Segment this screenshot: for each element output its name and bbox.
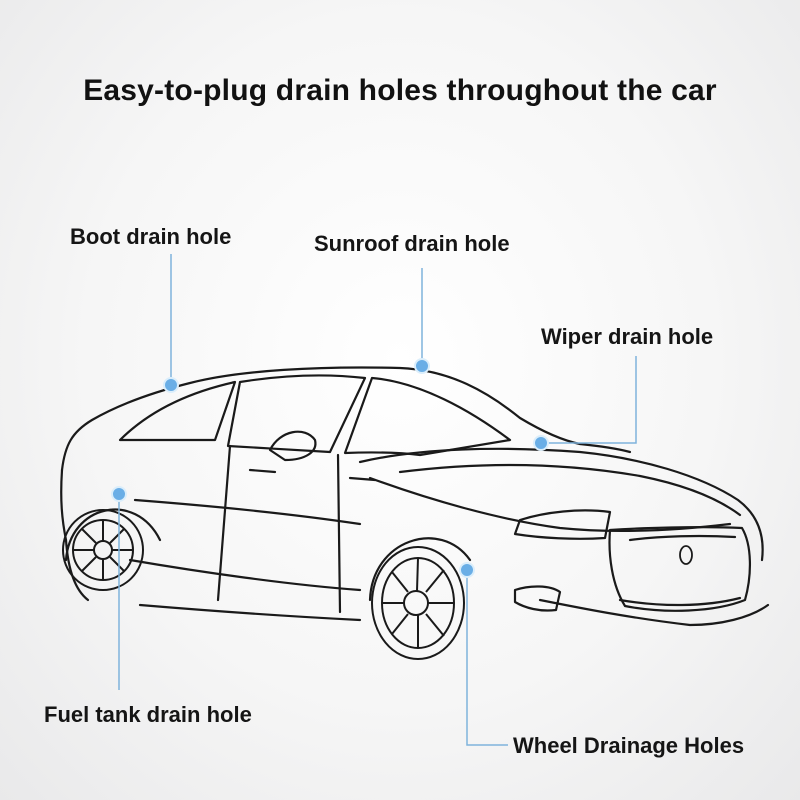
leader-lines: [118, 254, 637, 746]
wiper-drain-marker-icon: [533, 435, 549, 451]
leader-wheel: [466, 570, 508, 746]
diagram-title: Easy-to-plug drain holes throughout the …: [83, 74, 717, 107]
front-wheel: [371, 546, 465, 660]
fuel-tank-drain-label: Fuel tank drain hole: [44, 702, 252, 727]
wiper-drain-label: Wiper drain hole: [541, 324, 714, 349]
leader-wiper: [541, 356, 637, 444]
wheel-drainage-label: Wheel Drainage Holes: [513, 733, 745, 758]
drain-markers: [111, 358, 549, 578]
sunroof-drain-marker-icon: [414, 358, 430, 374]
boot-drain-marker-icon: [163, 377, 179, 393]
boot-drain-label: Boot drain hole: [70, 224, 232, 249]
rear-wheel: [62, 509, 144, 591]
sunroof-drain-label: Sunroof drain hole: [314, 231, 510, 256]
emblem-icon: [679, 545, 693, 565]
car-outline: [60, 366, 770, 627]
wheel-drain-marker-icon: [459, 562, 475, 578]
fuel-drain-marker-icon: [111, 486, 127, 502]
